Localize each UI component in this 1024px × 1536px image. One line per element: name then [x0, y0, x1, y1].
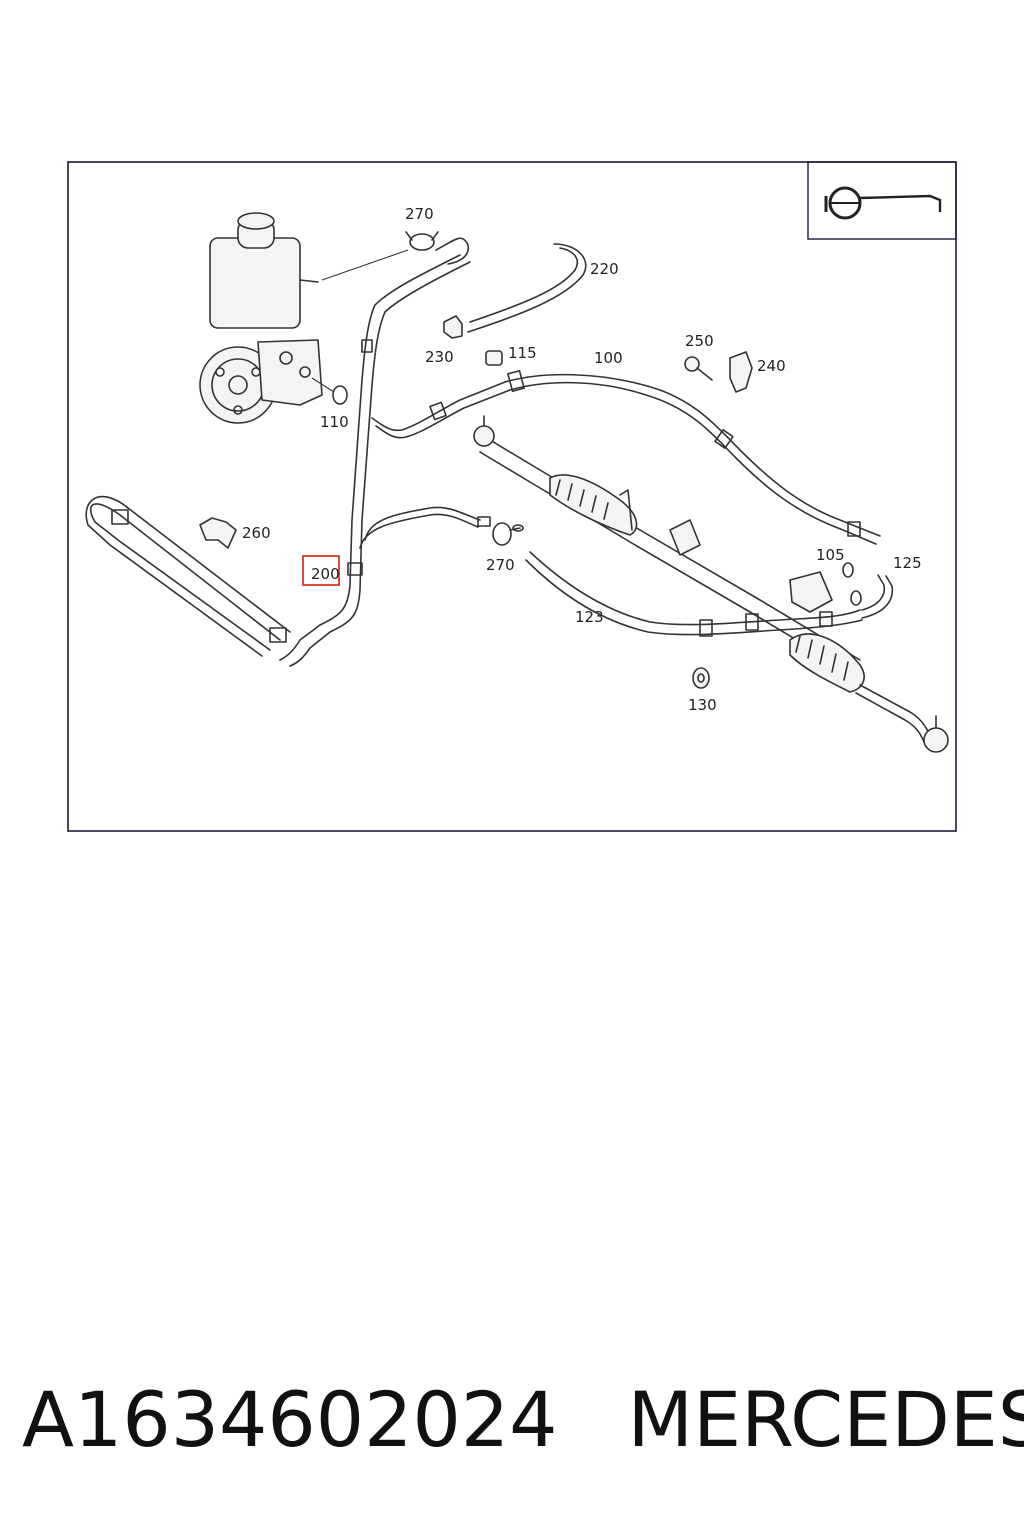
steering-wheel-icon: [807, 161, 957, 240]
callout-260: 260: [242, 524, 271, 542]
callout-125: 125: [893, 554, 922, 572]
pipe-125: [861, 574, 894, 619]
clamp-230: [443, 315, 463, 339]
callout-115: 115: [508, 344, 537, 362]
diagram-frame: [67, 161, 957, 832]
power-steering-pump: [199, 212, 323, 424]
steering-rack: [473, 415, 949, 753]
hose-clamp-270-lower: [492, 522, 524, 546]
bushing-130: [692, 667, 710, 689]
callout-200: 200: [311, 565, 340, 583]
pressure-line-100: [371, 369, 881, 545]
seal-ring-105: [842, 562, 862, 606]
callout-200-highlight: [302, 555, 340, 586]
callout-220: 220: [590, 260, 619, 278]
parts-diagram: 270 220 230 115 100 250 240 110 260 200 …: [67, 161, 957, 832]
cooling-loop: [85, 496, 291, 657]
callout-270-lower: 270: [486, 556, 515, 574]
part-caption: A1634602024 MERCEDES: [22, 1370, 1024, 1470]
clip-260: [199, 517, 237, 549]
part-number: A1634602024: [22, 1375, 558, 1464]
callout-123: 123: [575, 608, 604, 626]
seal-ring-110: [332, 385, 348, 405]
bracket-240: [729, 351, 753, 393]
callout-110: 110: [320, 413, 349, 431]
callout-100: 100: [594, 349, 623, 367]
callout-105: 105: [816, 546, 845, 564]
bushing-115: [485, 350, 503, 366]
callout-130: 130: [688, 696, 717, 714]
hose-220: [467, 243, 587, 333]
hose-123: [525, 551, 863, 637]
callout-270-upper: 270: [405, 205, 434, 223]
callout-240: 240: [757, 357, 786, 375]
hose-clamp-270-upper: [405, 231, 470, 265]
return-line-200: [279, 254, 491, 667]
callout-230: 230: [425, 348, 454, 366]
brand-name: MERCEDES: [627, 1375, 1024, 1464]
callout-250: 250: [685, 332, 714, 350]
bolt-250: [684, 356, 713, 381]
